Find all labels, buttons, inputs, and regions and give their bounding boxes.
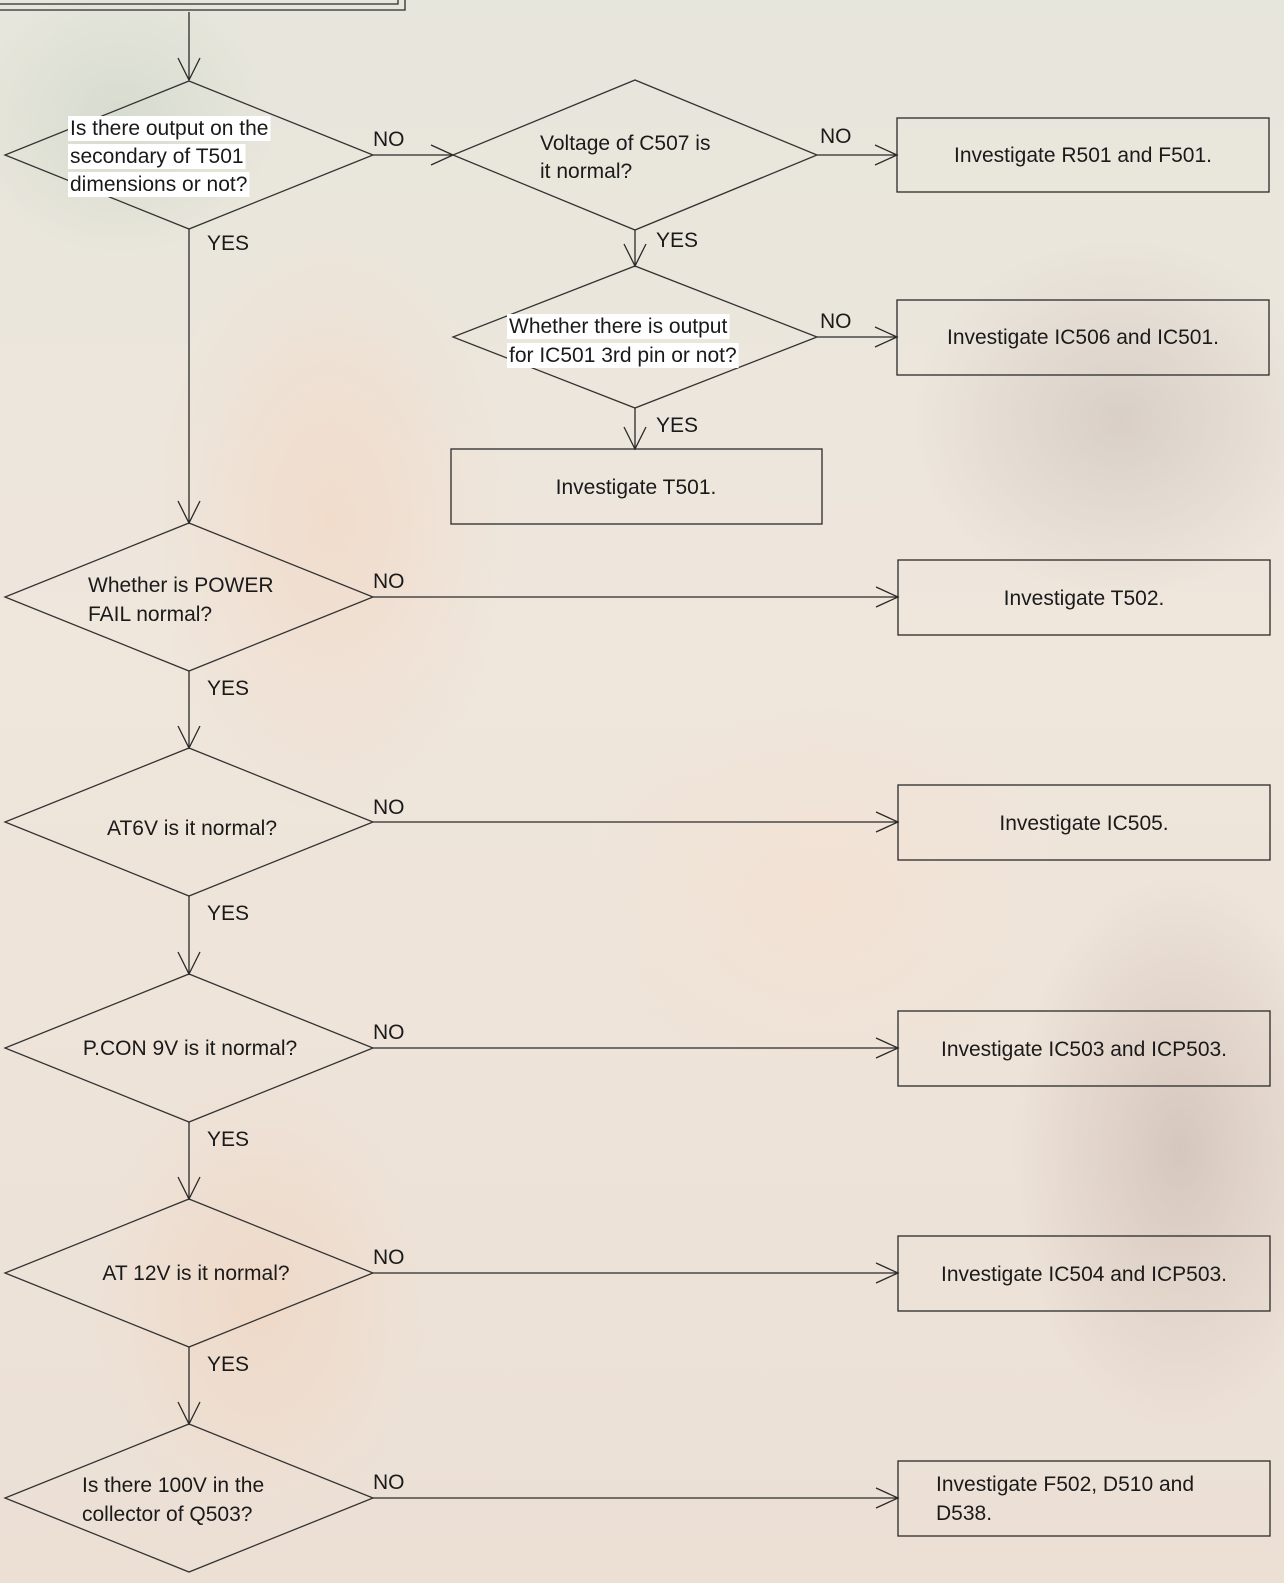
decision-7-text: AT 12V is it normal? (102, 1262, 289, 1285)
no-label: NO (373, 1021, 405, 1044)
decision-2-diamond (451, 79, 819, 231)
top-box-inner-edge (0, 0, 399, 5)
no-label: NO (373, 1471, 405, 1494)
no-label: NO (820, 125, 852, 148)
no-arrow (430, 144, 455, 166)
decision-2-text-line: Voltage of C507 is (540, 132, 710, 155)
spine-arrow (177, 1176, 201, 1201)
decision-4-text-line: FAIL normal? (88, 603, 212, 626)
no-label: NO (373, 570, 405, 593)
action-3-text-line: Investigate T501. (556, 476, 717, 499)
action-6-text: Investigate IC503 and ICP503. (941, 1038, 1227, 1061)
yes-label: YES (207, 1353, 249, 1376)
action-3-text: Investigate T501. (556, 476, 717, 499)
decision-6-text: P.CON 9V is it normal? (83, 1037, 297, 1060)
decision-2-text-line: it normal? (540, 160, 632, 183)
no-arrow (875, 586, 900, 608)
spine-arrow (177, 500, 201, 525)
yes-arrow (623, 243, 647, 268)
action-5-text-line: Investigate IC505. (999, 812, 1168, 835)
no-arrow (874, 326, 899, 348)
decision-1-text-line: secondary of T501 (70, 145, 244, 168)
decision-3-text-line: for IC501 3rd pin or not? (509, 344, 737, 367)
no-arrow (875, 811, 900, 833)
decision-6-text-line: P.CON 9V is it normal? (83, 1037, 297, 1060)
no-label: NO (373, 796, 405, 819)
action-2-text-line: Investigate IC506 and IC501. (947, 326, 1219, 349)
decision-8-text-line: collector of Q503? (82, 1503, 252, 1526)
no-arrow (875, 1487, 900, 1509)
yes-label: YES (207, 1128, 249, 1151)
top-box-edge (0, 0, 406, 11)
yes-label: YES (207, 232, 249, 255)
action-2-text: Investigate IC506 and IC501. (947, 326, 1219, 349)
no-arrow (874, 144, 899, 166)
no-arrow (875, 1262, 900, 1284)
decision-8-text: Is there 100V in the collector of Q503? (82, 1474, 264, 1526)
yes-arrow (623, 426, 647, 451)
no-label: NO (373, 128, 405, 151)
decision-1-text-line: dimensions or not? (70, 173, 247, 196)
decision-8-diamond (3, 1423, 375, 1573)
decision-3-text-line: Whether there is output (509, 315, 727, 338)
action-7-text-line: Investigate IC504 and ICP503. (941, 1263, 1227, 1286)
decision-4-diamond (3, 522, 375, 672)
no-label: NO (373, 1246, 405, 1269)
spine-arrow (177, 951, 201, 976)
decision-1-text: Is there output on the secondary of T501 d… (68, 116, 271, 197)
action-3-box (450, 448, 823, 525)
decision-4-text-line: Whether is POWER (88, 574, 274, 597)
spine-arrow (177, 725, 201, 750)
action-1-text: Investigate R501 and F501. (954, 144, 1212, 167)
action-8-text-line: D538. (936, 1502, 992, 1525)
action-1-text-line: Investigate R501 and F501. (954, 144, 1212, 167)
decision-2-text: Voltage of C507 is it normal? (540, 132, 710, 183)
action-4-text: Investigate T502. (1004, 587, 1165, 610)
yes-label: YES (207, 902, 249, 925)
action-6-text-line: Investigate IC503 and ICP503. (941, 1038, 1227, 1061)
no-arrow (875, 1037, 900, 1059)
decision-3-text: Whether there is output for IC501 3rd pin… (507, 314, 739, 368)
yes-label: YES (207, 677, 249, 700)
decision-5-text-line: AT6V is it normal? (107, 817, 277, 840)
decision-8-text-line: Is there 100V in the (82, 1474, 264, 1497)
decision-5-text: AT6V is it normal? (107, 817, 277, 840)
action-4-text-line: Investigate T502. (1004, 587, 1165, 610)
decision-4-text: Whether is POWER FAIL normal? (88, 574, 274, 626)
spine-arrow (177, 1401, 201, 1426)
decision-7-text-line: AT 12V is it normal? (102, 1262, 289, 1285)
action-7-text: Investigate IC504 and ICP503. (941, 1263, 1227, 1286)
no-label: NO (820, 310, 852, 333)
yes-label: YES (656, 414, 698, 437)
action-5-text: Investigate IC505. (999, 812, 1168, 835)
action-8-text-line: Investigate F502, D510 and (936, 1473, 1194, 1496)
spine-arrow (177, 57, 201, 82)
yes-label: YES (656, 229, 698, 252)
decision-1-text-line: Is there output on the (70, 117, 268, 140)
